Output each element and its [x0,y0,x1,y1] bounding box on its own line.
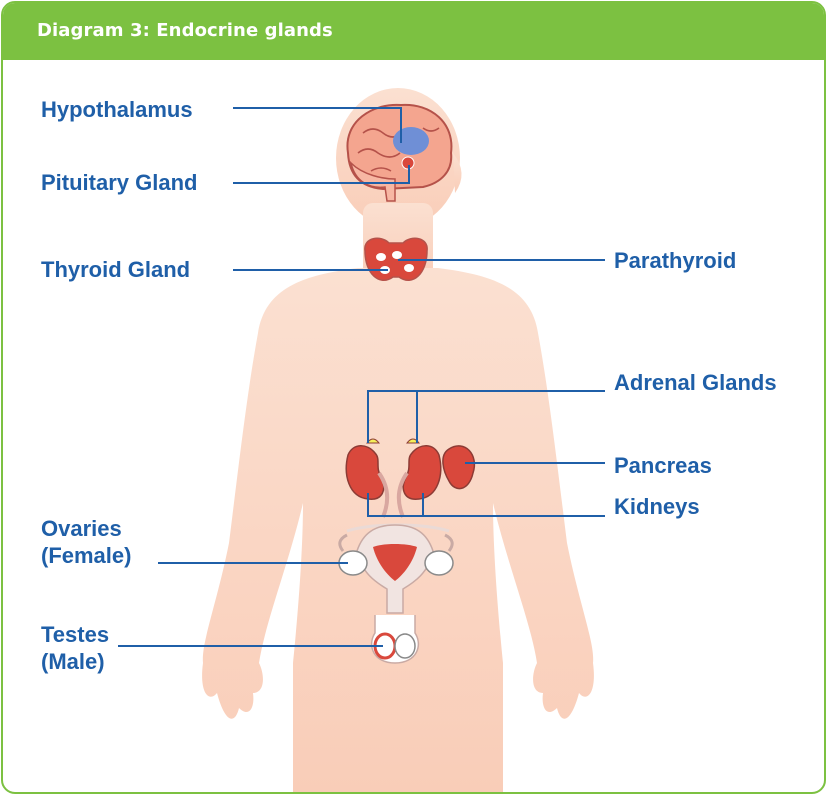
label-pancreas: Pancreas [614,452,712,479]
label-testes: Testes (Male) [41,621,109,675]
label-ovaries-line2: (Female) [41,542,131,569]
label-testes-line2: (Male) [41,648,109,675]
label-adrenal: Adrenal Glands [614,369,777,396]
testes [372,615,419,663]
label-ovaries-line1: Ovaries [41,515,131,542]
label-pituitary: Pituitary Gland [41,169,197,196]
label-ovaries: Ovaries (Female) [41,515,131,569]
body-silhouette [202,88,594,793]
label-parathyroid: Parathyroid [614,247,736,274]
label-thyroid: Thyroid Gland [41,256,190,283]
label-kidneys: Kidneys [614,493,700,520]
label-testes-line1: Testes [41,621,109,648]
label-hypothalamus: Hypothalamus [41,96,193,123]
